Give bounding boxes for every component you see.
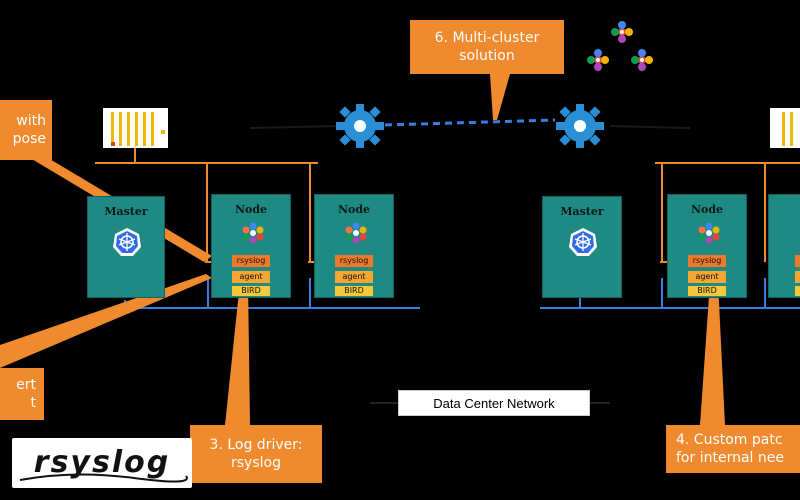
- rsyslog-tag: rsyslog: [232, 255, 270, 267]
- pointer-multi-cluster: [490, 74, 510, 120]
- master-box-left: Master: [87, 196, 165, 298]
- pod-cluster-icon: [698, 222, 720, 244]
- node-title: Node: [337, 203, 371, 216]
- agent-tag: agent: [335, 271, 373, 283]
- bird-tag: BIRD: [688, 286, 726, 296]
- bird-tag: BIRD: [232, 286, 270, 296]
- rsyslog-tag-partial: [795, 255, 800, 267]
- cluster-group-icon: [587, 21, 653, 71]
- callout-custom-patch-line2: for internal nee: [676, 450, 784, 466]
- rsyslog-tag: rsyslog: [688, 255, 726, 267]
- pod-cluster-icon: [345, 222, 367, 244]
- master-title: Master: [560, 205, 604, 218]
- multi-cluster-link: [384, 118, 556, 127]
- callout-custom-patch: 4. Custom patc for internal nee: [666, 425, 800, 473]
- pointer-log-driver: [225, 282, 250, 425]
- bar-chart-icon: [111, 112, 165, 146]
- node-title: Node: [690, 203, 724, 216]
- bird-tag: BIRD: [335, 286, 373, 296]
- kubernetes-icon: [113, 228, 141, 256]
- callout-log-driver-line2: rsyslog: [231, 455, 281, 471]
- callout-custom-patch-line1: 4. Custom patc: [676, 432, 783, 448]
- node-box-right-1: Node rsyslog agent BIRD: [667, 194, 747, 298]
- gear-icon-right: [556, 104, 604, 148]
- agent-tag-partial: [795, 271, 800, 283]
- agent-tag: agent: [688, 271, 726, 283]
- node-box-left-1: Node rsyslog agent BIRD: [211, 194, 291, 298]
- agent-tag: agent: [232, 271, 270, 283]
- cluster-cloud-icon: [611, 21, 633, 43]
- master-title: Master: [104, 205, 148, 218]
- monitoring-chart-card-left: [103, 108, 168, 148]
- gear-icon-left: [336, 104, 384, 148]
- pointer-custom-patch: [700, 282, 725, 425]
- rsyslog-logo-graphic: rsyslog: [19, 445, 188, 483]
- callout-left-top: with pose: [0, 100, 52, 160]
- callout-multi-cluster-line2: solution: [459, 48, 515, 64]
- callout-multi-cluster: 6. Multi-cluster solution: [410, 20, 564, 74]
- callout-left-top-line1: with: [16, 113, 46, 129]
- callout-left-bottom-line2: t: [30, 395, 37, 411]
- node-box-left-2: Node rsyslog agent BIRD: [314, 194, 394, 298]
- callout-left-bottom-line1: ert: [16, 377, 36, 393]
- node-box-right-2-partial: [768, 194, 800, 298]
- callout-log-driver: 3. Log driver: rsyslog: [190, 425, 322, 483]
- callout-left-bottom: ert t: [0, 368, 44, 420]
- kubernetes-icon: [569, 228, 597, 256]
- callout-left-top-line2: pose: [12, 131, 46, 147]
- data-center-network-label: Data Center Network: [398, 390, 590, 416]
- master-box-right: Master: [542, 196, 622, 298]
- pod-cluster-icon: [242, 222, 264, 244]
- rsyslog-logo: rsyslog: [12, 438, 192, 488]
- monitoring-chart-card-right: [770, 108, 800, 148]
- bar-chart-icon: [782, 112, 793, 146]
- rsyslog-tag: rsyslog: [335, 255, 373, 267]
- callout-log-driver-line1: 3. Log driver:: [209, 437, 303, 453]
- bird-tag-partial: [795, 286, 800, 296]
- node-title: Node: [234, 203, 268, 216]
- callout-multi-cluster-line1: 6. Multi-cluster: [434, 30, 540, 46]
